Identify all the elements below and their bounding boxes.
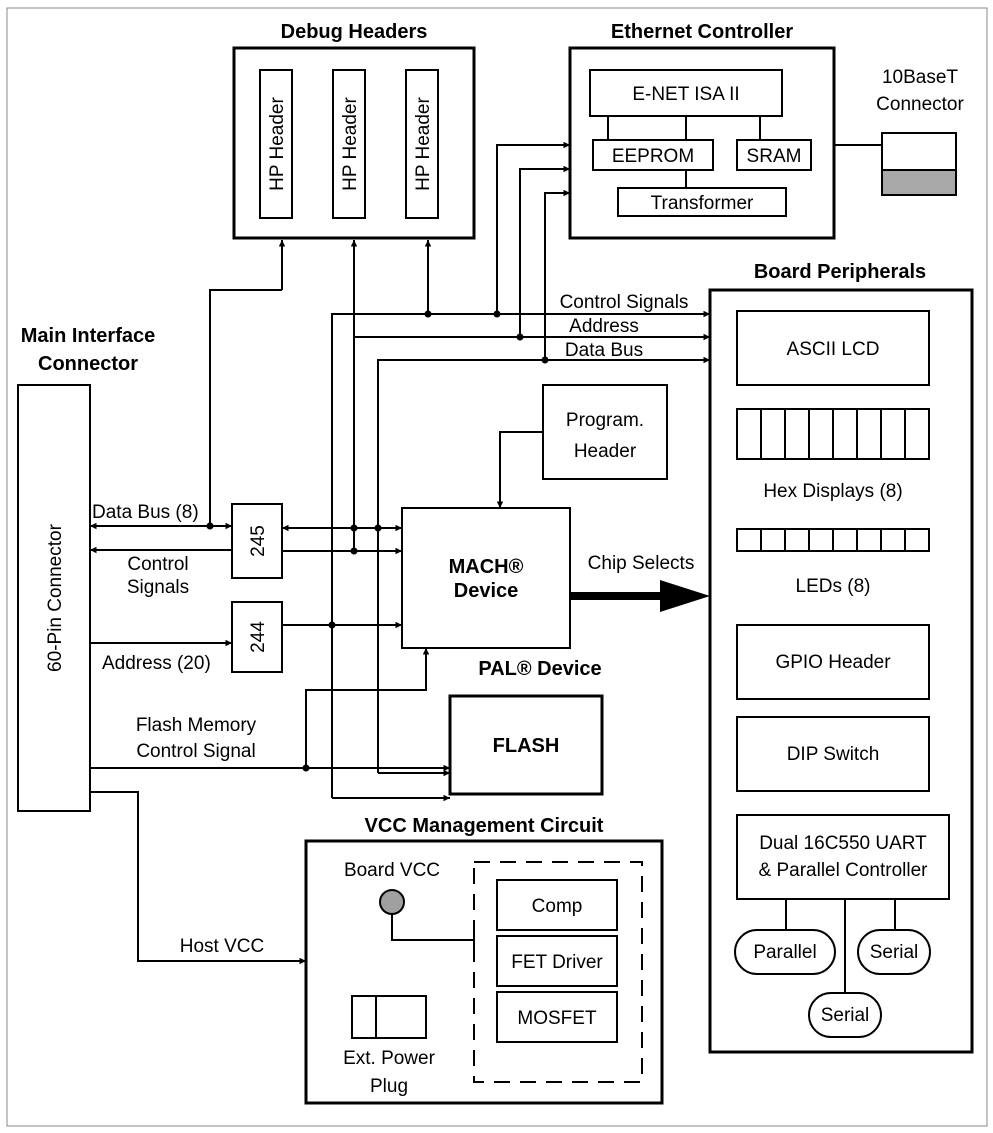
buffer-244-label: 244 [248,621,269,653]
fet-dashed-box [473,861,643,1083]
uart-label-1: Dual 16C550 UART [759,833,927,854]
main-interface-title-1: Main Interface [21,325,155,347]
address-20-label: Address (20) [102,653,211,674]
baset-connector-shade [883,170,955,194]
data-bus-label: Data Bus [565,340,643,361]
baset-label-1: 10BaseT [882,67,958,88]
flash-box [448,694,604,796]
fet-driver-label: FET Driver [511,952,603,973]
main-connector-box [17,384,91,812]
led-6 [856,528,882,552]
parallel-port [734,929,836,975]
host-vcc-label: Host VCC [180,936,264,957]
parallel-port-label: Parallel [753,942,816,963]
hex-digit-3 [784,408,810,460]
ext-power-label-2: Plug [370,1076,408,1097]
sram-label: SRAM [747,146,802,167]
main-connector-label: 60-Pin Connector [45,523,66,672]
hp-header-1-label: HP Header [267,97,288,191]
hex-digit-5 [832,408,858,460]
buffer-245 [231,503,283,579]
program-header-label-2: Header [574,441,637,462]
mosfet-box [496,991,618,1043]
data-bus-8-label: Data Bus (8) [92,502,199,523]
hp-header-2 [332,69,366,219]
peripherals-title: Board Peripherals [754,261,926,283]
hp-header-1 [259,69,293,219]
dip-switch-box [736,716,930,792]
hp-header-2-label: HP Header [340,97,361,191]
sram-box [736,139,812,171]
flash-ctrl-label-2: Control Signal [136,741,255,762]
baset-label-2: Connector [876,94,964,115]
hp-header-3 [405,69,439,219]
fet-driver-box [496,935,618,987]
control-label-2: Signals [127,577,189,598]
address-label: Address [569,316,639,337]
ascii-lcd-label: ASCII LCD [787,339,880,360]
buffer-244 [231,601,283,673]
program-header-label-1: Program. [566,410,644,431]
led-5 [832,528,858,552]
dip-switch-label: DIP Switch [787,744,880,765]
transformer-box [617,187,787,217]
led-1 [736,528,762,552]
vcc-title: VCC Management Circuit [365,815,604,837]
hex-digit-2 [760,408,786,460]
eeprom-label: EEPROM [612,146,694,167]
ascii-lcd-box [736,310,930,386]
mach-label-2: Device [454,580,519,602]
ext-power-plug [351,995,427,1039]
main-interface-title-2: Connector [38,353,138,375]
mach-device-box [401,507,571,649]
led-7 [880,528,906,552]
flash-ctrl-label-1: Flash Memory [136,715,257,736]
chip-selects-label: Chip Selects [588,553,695,574]
gpio-header-box [736,624,930,700]
buffer-245-label: 245 [248,525,269,557]
led-2 [760,528,786,552]
leds [736,528,930,552]
comp-box [496,879,618,931]
serial-port-b-label: Serial [821,1005,870,1026]
comp-label: Comp [532,896,583,917]
enet-chip-label: E-NET ISA II [632,84,739,105]
control-label-1: Control [127,554,188,575]
hex-digit-1 [736,408,762,460]
mosfet-label: MOSFET [517,1008,597,1029]
led-4 [808,528,834,552]
uart-box [736,814,950,900]
gpio-header-label: GPIO Header [775,652,891,673]
serial-port-a [857,929,931,975]
hex-displays-label: Hex Displays (8) [763,481,902,502]
hex-digit-7 [880,408,906,460]
eeprom-box [592,139,714,171]
hex-digit-6 [856,408,882,460]
flash-label: FLASH [493,735,560,757]
hex-digit-8 [904,408,930,460]
leds-label: LEDs (8) [796,576,871,597]
hex-digit-4 [808,408,834,460]
ext-power-label-1: Ext. Power [343,1048,436,1069]
debug-headers-title: Debug Headers [281,21,428,43]
uart-label-2: & Parallel Controller [759,860,929,881]
program-header-box [542,384,668,480]
transformer-label: Transformer [651,193,754,214]
ethernet-title: Ethernet Controller [611,21,793,43]
board-vcc-indicator [379,889,405,915]
led-3 [784,528,810,552]
control-signals-label: Control Signals [560,292,689,313]
led-8 [904,528,930,552]
mach-label-1: MACH® [449,556,524,578]
serial-port-a-label: Serial [870,942,919,963]
hp-header-3-label: HP Header [413,97,434,191]
hex-displays [736,408,930,460]
pal-device-label: PAL® Device [478,658,601,680]
serial-port-b [808,992,882,1038]
board-vcc-label: Board VCC [344,860,440,881]
